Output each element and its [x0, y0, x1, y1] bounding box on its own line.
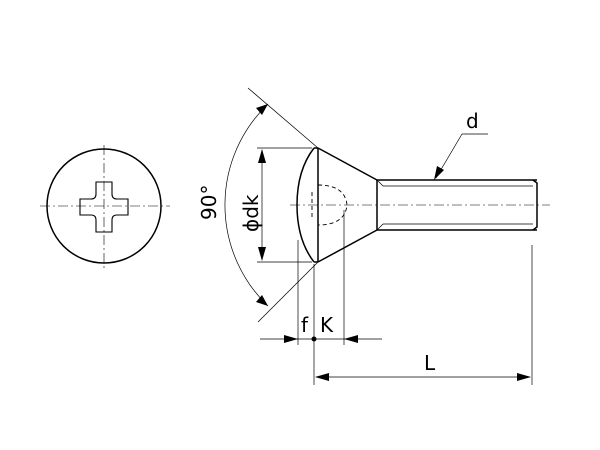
thread-leader: d: [434, 109, 488, 180]
head-outline: [296, 147, 315, 263]
cone-upper-edge: [317, 147, 378, 181]
k-label: K: [320, 313, 334, 337]
angle-extension-lower: [257, 261, 319, 323]
head-diameter-label: ϕdk: [239, 194, 263, 232]
recess-hidden-line: [317, 184, 348, 226]
shank-end: [532, 179, 538, 231]
l-arrow-right: [517, 373, 531, 381]
angle-arc: [224, 103, 269, 307]
thread-label: d: [466, 109, 479, 133]
phillips-recess-icon: [79, 181, 129, 233]
l-arrow-left: [315, 373, 329, 381]
f-k-dimension: f K: [260, 210, 382, 385]
k-arrow-right: [344, 335, 358, 343]
f-arrow-left: [284, 335, 298, 343]
dk-arrow-top: [258, 149, 266, 163]
cone-lower-edge: [317, 229, 378, 263]
thread-chamfer-bottom: [376, 223, 384, 231]
dk-arrow-bottom: [258, 247, 266, 261]
angle-extension-upper: [247, 87, 319, 149]
f-label: f: [301, 313, 309, 337]
thread-leader-arrow: [434, 166, 444, 180]
length-dimension: L: [315, 245, 533, 385]
angle-label: 90°: [197, 185, 221, 220]
head-top-view: [40, 145, 170, 270]
angle-arrow-bottom: [256, 295, 268, 306]
angle-arrow-top: [256, 104, 268, 115]
thread-chamfer-top: [376, 179, 384, 187]
screw-side-view: [290, 147, 550, 263]
angle-dimension: 90°: [197, 87, 319, 323]
fk-dot: [311, 336, 317, 342]
length-label: L: [424, 351, 436, 375]
head-diameter-dimension: ϕdk: [239, 147, 312, 263]
